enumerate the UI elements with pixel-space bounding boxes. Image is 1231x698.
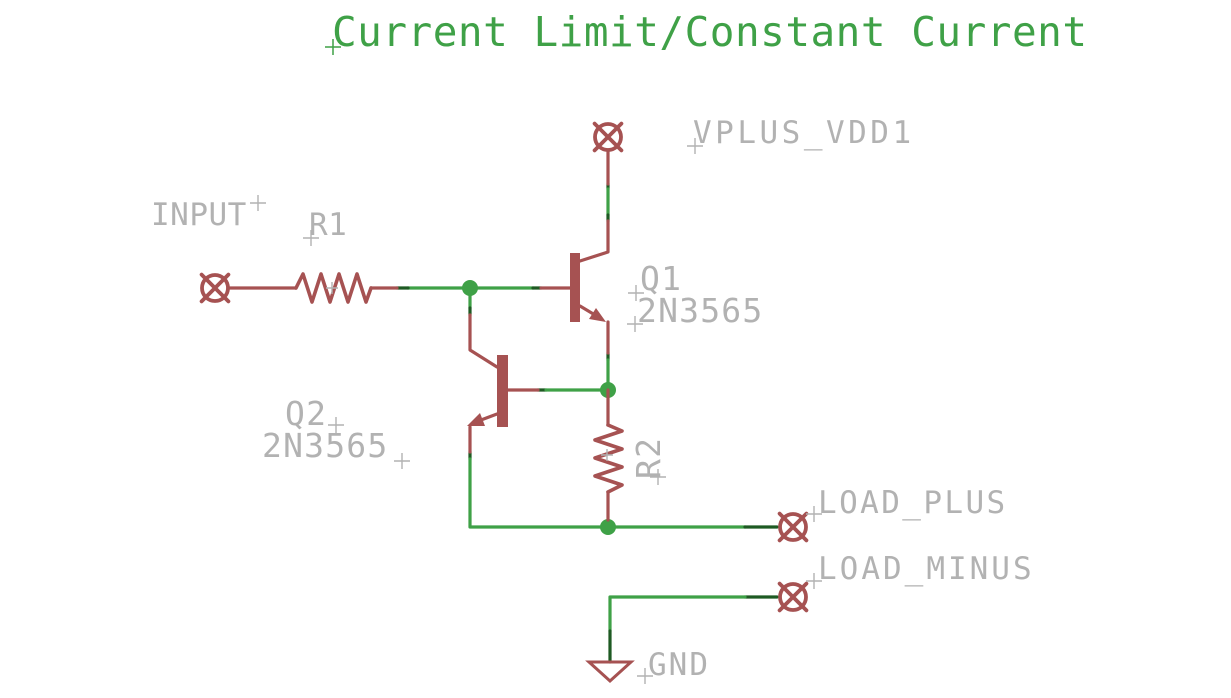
resistor-r1	[294, 272, 399, 304]
net-label-input: INPUT	[151, 197, 247, 233]
part-value-q2: 2N3565	[262, 426, 388, 465]
net-label-load-minus: LOAD_MINUS	[818, 551, 1035, 587]
collector-lead	[468, 313, 499, 369]
pin-x-icon	[199, 272, 231, 304]
gnd-triangle-icon	[585, 660, 635, 684]
part-ref-q1: Q1	[640, 259, 682, 298]
net-label-vplus: VPLUS_VDD1	[693, 115, 915, 151]
pin-x-icon	[777, 511, 809, 543]
origin-cross	[328, 417, 344, 433]
collector-lead	[578, 219, 610, 263]
wire	[608, 595, 747, 633]
wire	[468, 457, 747, 529]
origin-cross	[628, 285, 644, 301]
base-bar	[497, 355, 508, 427]
part-value-q1: 2N3565	[637, 291, 763, 330]
emitter-arrow-icon	[467, 413, 485, 426]
origin-cross	[325, 39, 341, 55]
transistor-q2	[467, 313, 540, 454]
origin-cross	[303, 230, 319, 246]
sheet-title: Current Limit/Constant Current	[325, 8, 1088, 56]
origin-cross	[637, 668, 653, 684]
junction-dot	[600, 519, 616, 535]
pin-vplus	[592, 121, 624, 186]
pin-load-plus	[777, 511, 809, 543]
pin-input	[199, 272, 298, 304]
origin-cross	[806, 506, 822, 522]
resistor-zigzag	[593, 423, 624, 494]
part-ref-q2: Q2	[285, 394, 327, 433]
emitter-arrow-icon	[589, 308, 606, 322]
pin-load-minus	[777, 581, 809, 613]
origin-cross	[687, 138, 703, 154]
gnd-symbol	[585, 660, 635, 684]
sheet-title-text: Current Limit/Constant Current	[332, 8, 1088, 56]
pin-x-icon	[777, 581, 809, 613]
part-ref-r1: R1	[309, 207, 347, 243]
origin-cross	[627, 316, 643, 332]
origin-cross	[806, 573, 822, 589]
net-labels: INPUT VPLUS_VDD1 LOAD_PLUS LOAD_MINUS GN…	[151, 115, 1035, 684]
resistor-r2	[593, 388, 624, 522]
origin-cross	[601, 449, 613, 461]
part-ref-r2: R2	[629, 437, 668, 479]
origin-cross	[650, 469, 666, 485]
pin-x-icon	[592, 121, 624, 153]
net-wires	[395, 182, 779, 664]
origin-cross	[250, 195, 266, 211]
base-bar	[570, 253, 580, 322]
part-labels: R1 R2 Q1 2N3565 Q2 2N3565	[262, 207, 763, 485]
origin-cross	[326, 282, 338, 294]
transistor-q1	[539, 219, 610, 355]
origin-cross	[394, 453, 410, 469]
junction-dot	[462, 280, 478, 296]
emitter-lead	[479, 412, 499, 422]
net-label-gnd: GND	[648, 647, 710, 683]
net-label-load-plus: LOAD_PLUS	[818, 485, 1008, 521]
